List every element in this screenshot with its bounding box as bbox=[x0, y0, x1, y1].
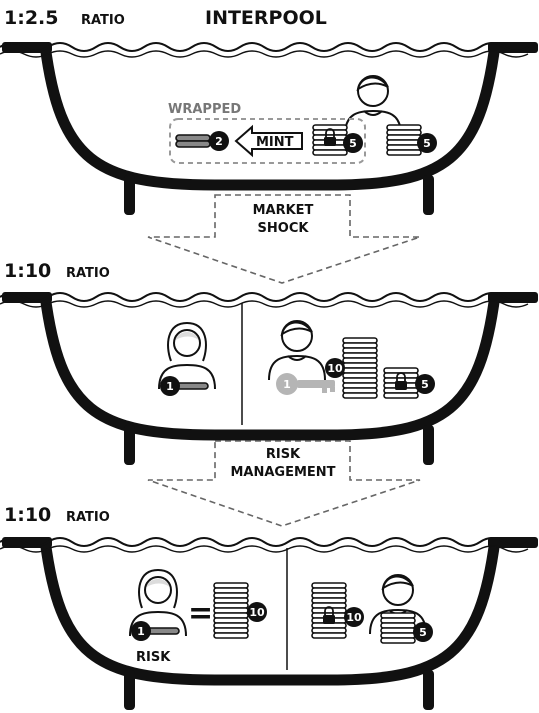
tall-coin-stack-icon bbox=[343, 338, 377, 398]
stack-count: 5 bbox=[419, 626, 427, 639]
coin-stack-icon bbox=[381, 613, 415, 643]
stage1-ratio: 1:2.5 bbox=[4, 7, 58, 29]
locked-count: 5 bbox=[421, 378, 429, 391]
wrapped-label: WRAPPED bbox=[168, 102, 241, 117]
locked-coin-stack-icon bbox=[312, 583, 346, 638]
stage1-ratio-word: RATIO bbox=[81, 13, 125, 28]
tub-1 bbox=[0, 42, 538, 215]
wrapped-count: 2 bbox=[215, 135, 223, 148]
water-line bbox=[0, 538, 528, 552]
stage-2: 1:10 RATIO 1 1 10 bbox=[0, 260, 538, 465]
transition2-line1: RISK bbox=[266, 447, 301, 462]
transition1-line1: MARKET bbox=[253, 203, 314, 218]
equals-sign: = bbox=[188, 596, 213, 631]
locked-count: 10 bbox=[346, 611, 362, 624]
risk-label: RISK bbox=[136, 650, 171, 665]
stack-count: 5 bbox=[423, 137, 431, 150]
water-line bbox=[0, 293, 528, 307]
transition2-line2: MANAGEMENT bbox=[230, 465, 335, 480]
locked-count: 5 bbox=[349, 137, 357, 150]
equal-coin-stack-icon bbox=[214, 583, 248, 638]
transition-risk-management: RISK MANAGEMENT bbox=[148, 441, 420, 526]
transition1-line2: SHOCK bbox=[258, 221, 310, 236]
female-count: 1 bbox=[166, 380, 174, 393]
wrapped-coin-stack-icon bbox=[176, 135, 210, 147]
transition-market-shock: MARKET SHOCK bbox=[148, 195, 420, 283]
stage-1: 1:2.5 RATIO INTERPOOL WRAPPED 2 MINT 5 bbox=[0, 7, 538, 215]
stage2-ratio-word: RATIO bbox=[66, 266, 110, 281]
title: INTERPOOL bbox=[205, 7, 327, 29]
person-icon bbox=[269, 321, 325, 380]
water-line bbox=[0, 43, 528, 57]
female-count: 1 bbox=[137, 625, 145, 638]
stage3-ratio: 1:10 bbox=[4, 504, 51, 526]
tub-3 bbox=[0, 537, 538, 710]
key-count: 1 bbox=[283, 378, 291, 391]
mint-label: MINT bbox=[256, 135, 294, 150]
coin-stack-icon bbox=[387, 125, 421, 155]
tall-count: 10 bbox=[327, 362, 343, 375]
stage-3: 1:10 RATIO 1 RISK = 10 bbox=[0, 504, 538, 710]
equal-stack-count: 10 bbox=[249, 606, 265, 619]
stage3-ratio-word: RATIO bbox=[66, 510, 110, 525]
stage2-ratio: 1:10 bbox=[4, 260, 51, 282]
